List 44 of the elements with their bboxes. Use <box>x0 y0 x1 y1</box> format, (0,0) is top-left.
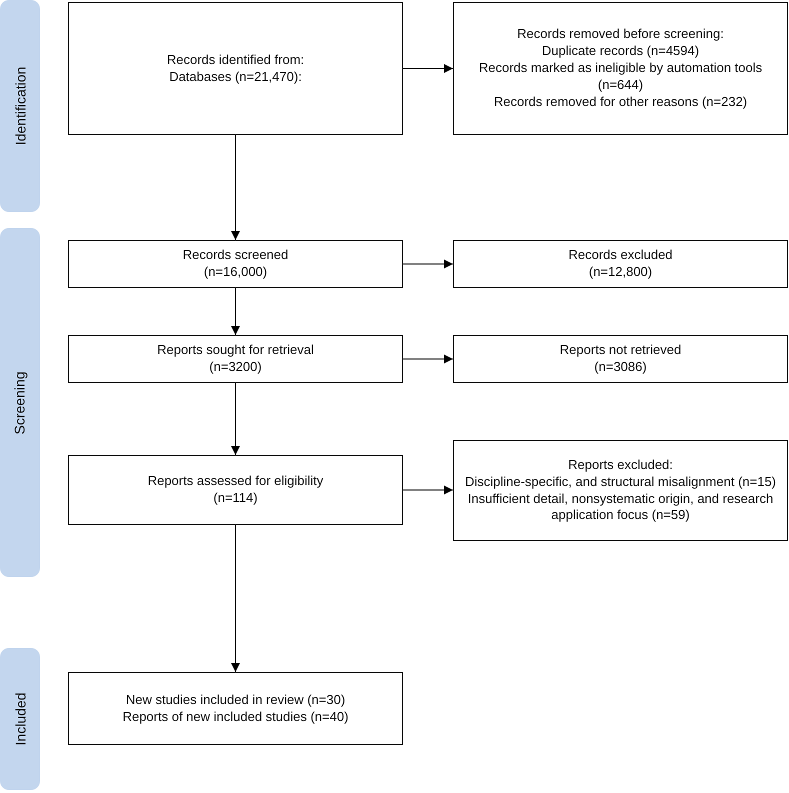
arrow <box>231 382 240 456</box>
box-text: (n=12,800) <box>588 264 652 281</box>
box-text: (n=3200) <box>209 359 262 376</box>
arrow <box>231 134 240 240</box>
box-text: Duplicate records (n=4594) <box>542 43 700 60</box>
phase-band <box>0 648 40 790</box>
box-text: Records screened <box>182 247 288 264</box>
box-text: Reports not retrieved <box>560 342 682 359</box>
process-box <box>68 2 403 135</box>
process-box <box>68 240 403 288</box>
box-text: Records removed before screening: <box>517 26 724 44</box>
box-text: Reports assessed for eligibility <box>148 473 324 490</box>
box-text: (n=16,000) <box>204 264 268 281</box>
process-box <box>68 672 403 745</box>
process-box <box>453 2 788 135</box>
arrow <box>231 524 240 672</box>
phase-band <box>0 228 40 577</box>
box-text: Reports excluded: <box>568 456 673 474</box>
box-text: (n=3086) <box>594 359 647 376</box>
box-text: New studies included in review (n=30) <box>126 692 346 708</box>
arrow <box>402 64 454 73</box>
box-text: Reports of new included studies (n=40) <box>122 708 348 726</box>
phase-label: Identification <box>12 66 28 146</box>
arrow <box>402 260 454 268</box>
box-text: Discipline-specific, and structural misalignment (n=15) <box>464 474 776 490</box>
process-box <box>453 440 788 541</box>
box-text: Records identified from: <box>166 52 304 68</box>
phase-label: Screening <box>12 370 28 434</box>
process-box <box>68 335 403 383</box>
process-box <box>68 455 403 525</box>
process-box <box>453 335 788 383</box>
arrow <box>402 486 454 494</box>
box-text: Records removed for other reasons (n=232) <box>494 94 748 111</box>
box-text: (n=114) <box>213 490 258 507</box>
process-box <box>453 240 788 288</box>
box-text: Records excluded <box>568 247 673 264</box>
phase-band <box>0 0 40 212</box>
phase-label: Included <box>12 692 28 746</box>
box-text: Databases (n=21,470): <box>169 68 302 86</box>
arrow <box>402 354 454 364</box>
box-text: Reports sought for retrieval <box>157 342 314 359</box>
box-text: Records marked as ineligible by automation tools (n=644) <box>478 60 764 94</box>
box-text: Insufficient detail, nonsystematic origin, and research application focus (n=59) <box>466 490 774 524</box>
arrow <box>231 288 240 336</box>
